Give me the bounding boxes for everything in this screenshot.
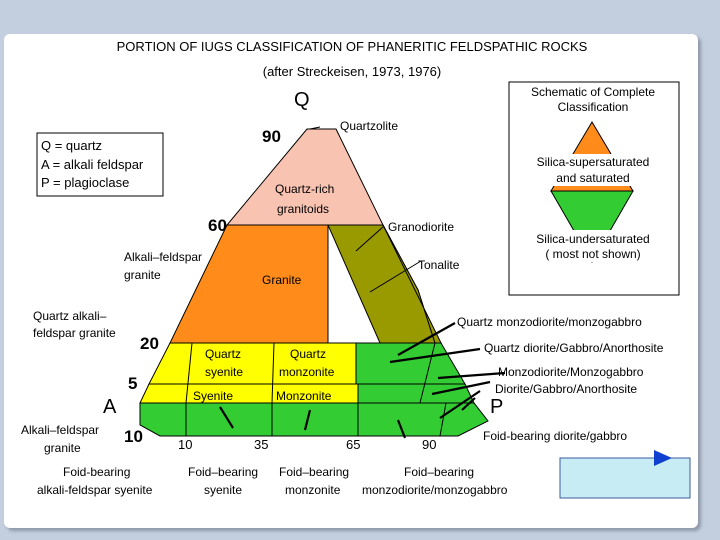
field-foid-bearing-band <box>139 402 489 437</box>
schematic-title-1: Schematic of Complete <box>531 85 655 99</box>
label-quartz-rich-1: Quartz-rich <box>275 182 334 196</box>
ap-value-90: 90 <box>422 437 436 452</box>
diagram-title: PORTION OF IUGS CLASSIFICATION OF PHANER… <box>117 39 588 54</box>
q-value-20: 20 <box>140 334 159 353</box>
label-quartz-alkali-feldspar-granite-2: feldspar granite <box>33 326 116 340</box>
label-quartz-monzonite-1: Quartz <box>290 347 326 361</box>
field-monzodiorite-band <box>357 383 475 404</box>
legend-alkali-feldspar: A = alkali feldspar <box>41 157 144 172</box>
apex-p-label: P <box>490 396 503 418</box>
label-foid-bearing-syenite-1: Foid–bearing <box>188 465 258 479</box>
q-value-60: 60 <box>208 216 227 235</box>
label-quartz-syenite-2: syenite <box>205 365 243 379</box>
slide-nav-box[interactable] <box>559 457 691 499</box>
label-syenite: Syenite <box>193 389 233 403</box>
label-monzodiorite-1: Monzodiorite/Monzogabbro <box>498 365 644 379</box>
schematic-undersaturated-triangle <box>550 190 634 263</box>
apex-q-label: Q <box>294 89 310 111</box>
label-foid-bearing-monzodiorite-2: monzodiorite/monzogabbro <box>362 483 508 497</box>
legend-box <box>36 132 164 197</box>
apex-a-label: A <box>103 396 117 418</box>
label-foid-bearing-afs-syenite-1: Foid-bearing <box>63 465 130 479</box>
legend-quartz: Q = quartz <box>41 138 102 153</box>
label-quartzolite: Quartzolite <box>340 119 398 133</box>
q-value-90: 90 <box>262 127 281 146</box>
label-monzodiorite-2: Diorite/Gabbro/Anorthosite <box>495 382 637 396</box>
q-value-10: 10 <box>124 427 143 446</box>
label-quartz-rich-2: granitoids <box>277 202 329 216</box>
label-foid-bearing-syenite-2: syenite <box>204 483 242 497</box>
label-alkali-feldspar-granite-low-1: Alkali–feldspar <box>21 423 99 437</box>
ap-value-35: 35 <box>254 437 268 452</box>
label-granodiorite: Granodiorite <box>388 220 454 234</box>
label-alkali-feldspar-granite-1: Alkali–feldspar <box>124 250 202 264</box>
schematic-title-2: Classification <box>558 100 629 114</box>
field-dividers <box>185 342 447 437</box>
label-granite: Granite <box>262 273 302 287</box>
ap-value-10: 10 <box>178 437 192 452</box>
next-arrow-icon[interactable] <box>654 450 672 466</box>
label-quartz-monzodiorite: Quartz monzodiorite/monzogabbro <box>457 315 642 329</box>
leader-lines <box>219 126 506 439</box>
diagram-subtitle: (after Streckeisen, 1973, 1976) <box>263 64 442 79</box>
label-foid-bearing-afs-syenite-2: alkali-feldspar syenite <box>37 483 153 497</box>
schematic-sat-label-bg <box>521 154 665 186</box>
label-foid-bearing-monzonite-1: Foid–bearing <box>279 465 349 479</box>
label-alkali-feldspar-granite-low-2: granite <box>44 441 81 455</box>
schematic-under-label-bg <box>523 230 663 262</box>
schematic-under-1: Silica-undersaturated <box>536 232 649 246</box>
q-value-5: 5 <box>128 374 137 393</box>
label-foid-bearing-monzonite-2: monzonite <box>285 483 341 497</box>
field-granodiorite <box>327 224 436 344</box>
label-foid-bearing-monzodiorite-1: Foid–bearing <box>404 465 474 479</box>
label-foid-bearing-diorite: Foid-bearing diorite/gabbro <box>483 429 627 443</box>
ap-value-65: 65 <box>346 437 360 452</box>
schematic-sat-1: Silica-supersaturated <box>537 155 650 169</box>
label-tonalite: Tonalite <box>418 258 460 272</box>
label-quartz-alkali-feldspar-granite-1: Quartz alkali– <box>33 309 107 323</box>
schematic-under-2: ( most not shown) <box>545 247 640 261</box>
label-quartz-monzonite-2: monzonite <box>279 365 335 379</box>
legend-plagioclase: P = plagioclase <box>41 175 129 190</box>
label-quartz-diorite: Quartz diorite/Gabbro/Anorthosite <box>484 341 664 355</box>
label-alkali-feldspar-granite-2: granite <box>124 268 161 282</box>
field-alkali-granite-granite <box>169 224 329 344</box>
label-monzonite: Monzonite <box>276 389 332 403</box>
label-quartz-syenite-1: Quartz <box>205 347 241 361</box>
schematic-sat-2: and saturated <box>556 171 629 185</box>
